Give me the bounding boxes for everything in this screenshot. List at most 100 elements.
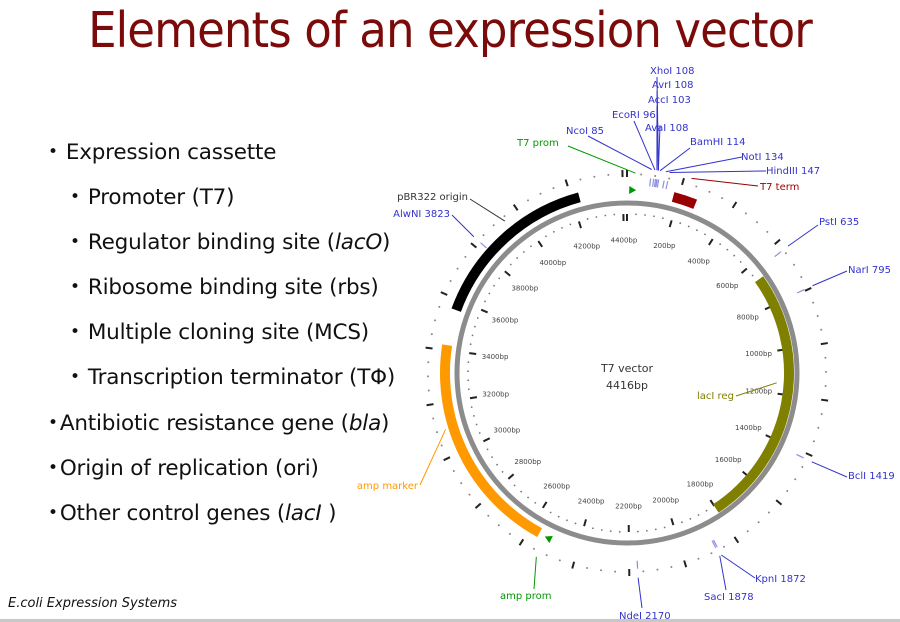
scale-dot bbox=[681, 521, 683, 524]
outer-dot bbox=[452, 470, 455, 473]
scale-dot bbox=[530, 245, 532, 248]
scale-label: 2600bp bbox=[543, 482, 570, 490]
scale-label: 600bp bbox=[716, 282, 739, 290]
restriction-site-label: NdeI 2170 bbox=[619, 611, 671, 622]
scale-dot bbox=[719, 243, 722, 246]
feature-leader-line bbox=[567, 145, 636, 174]
outer-dot bbox=[579, 178, 582, 181]
scale-dot bbox=[618, 530, 621, 533]
outer-dot bbox=[539, 192, 542, 195]
outer-dot bbox=[746, 530, 749, 533]
bullet-text: Expression cassette bbox=[65, 140, 277, 165]
scale-dot bbox=[534, 501, 537, 504]
scale-dot bbox=[644, 214, 646, 216]
scale-dot bbox=[561, 226, 563, 229]
scale-label: 3000bp bbox=[494, 427, 521, 435]
bullet-item: •Antibiotic resistance gene (bla) bbox=[48, 411, 389, 436]
outer-tick bbox=[518, 538, 525, 546]
scale-dot bbox=[663, 526, 666, 529]
outer-dot bbox=[492, 224, 495, 227]
outer-dot bbox=[600, 569, 603, 572]
outer-dot bbox=[440, 444, 443, 447]
feature-label: T7 term bbox=[759, 182, 799, 193]
outer-dot bbox=[786, 489, 789, 492]
outer-dot bbox=[766, 230, 769, 233]
site-leader-line bbox=[811, 461, 848, 478]
pbr322-origin-arc bbox=[451, 192, 581, 312]
site-leader-line bbox=[812, 270, 848, 287]
plasmid-name: T7 vector bbox=[600, 362, 654, 375]
outer-dot bbox=[757, 521, 760, 524]
plasmid-size: 4416bp bbox=[606, 379, 648, 392]
scale-label: 1400bp bbox=[735, 424, 762, 432]
outer-dot bbox=[824, 385, 827, 388]
scale-label: 3600bp bbox=[492, 317, 519, 325]
scale-dot bbox=[475, 423, 478, 426]
scale-tick bbox=[507, 473, 515, 480]
bullet-item: •Transcription terminator (TΦ) bbox=[70, 365, 395, 390]
scale-dot bbox=[600, 529, 603, 531]
feature-label: pBR322 origin bbox=[397, 192, 468, 203]
outer-dot bbox=[801, 466, 804, 469]
outer-dot bbox=[586, 566, 589, 569]
scale-dot bbox=[696, 229, 698, 232]
restriction-site-label: AvrI 108 bbox=[652, 80, 694, 91]
slide-footer: E.coli Expression Systems bbox=[8, 596, 178, 611]
scale-dot bbox=[486, 448, 489, 451]
outer-dot bbox=[460, 482, 463, 485]
site-leader-line bbox=[665, 156, 743, 173]
outer-dot bbox=[430, 333, 433, 336]
outer-tick bbox=[681, 177, 685, 186]
outer-dot bbox=[755, 221, 758, 224]
outer-dot bbox=[670, 565, 673, 568]
scale-dot bbox=[569, 223, 572, 226]
restriction-site-label: BamHI 114 bbox=[690, 137, 745, 148]
scale-tick bbox=[537, 240, 544, 248]
laci-reg-arc bbox=[713, 276, 794, 513]
feature-leader-line bbox=[691, 177, 759, 187]
scale-tick bbox=[480, 308, 488, 314]
bullet-marker: • bbox=[70, 232, 80, 252]
outer-dot bbox=[487, 514, 490, 517]
scale-dot bbox=[595, 216, 598, 218]
outer-dot bbox=[820, 413, 823, 416]
outer-dot bbox=[668, 177, 671, 180]
scale-dot bbox=[566, 519, 568, 522]
scale-tick bbox=[709, 499, 716, 507]
scale-tick bbox=[469, 396, 478, 400]
scale-dot bbox=[609, 530, 612, 533]
feature-label: amp marker bbox=[357, 481, 419, 492]
outer-dot bbox=[784, 252, 787, 255]
scale-tick bbox=[583, 519, 587, 527]
feature-leader-line bbox=[419, 429, 447, 486]
outer-dot bbox=[482, 234, 485, 237]
outer-dot bbox=[708, 190, 711, 193]
bullet-text: Ribosome binding site (rbs) bbox=[87, 275, 379, 300]
scale-label: 800bp bbox=[737, 314, 760, 322]
outer-dot bbox=[812, 301, 815, 304]
outer-dot bbox=[640, 173, 643, 176]
scale-dot bbox=[645, 529, 648, 532]
scale-dot bbox=[654, 528, 657, 531]
scale-label: 2000bp bbox=[652, 497, 679, 505]
outer-dot bbox=[695, 185, 698, 188]
scale-tick bbox=[708, 238, 714, 246]
outer-dot bbox=[593, 175, 596, 178]
scale-dot bbox=[604, 214, 607, 217]
scale-tick bbox=[670, 518, 675, 526]
outer-tick bbox=[512, 203, 519, 211]
site-mark bbox=[656, 179, 660, 188]
outer-dot bbox=[614, 570, 617, 573]
scale-label: 4000bp bbox=[539, 259, 566, 267]
t7-term-arc bbox=[671, 192, 698, 209]
scale-dot bbox=[653, 215, 655, 218]
scale-dot bbox=[549, 511, 552, 514]
footer-divider bbox=[0, 619, 900, 622]
outer-dot bbox=[434, 319, 437, 322]
outer-dot bbox=[464, 255, 467, 258]
outer-tick bbox=[820, 342, 828, 346]
scale-tick bbox=[482, 437, 491, 443]
bullet-item: •Origin of replication (ori) bbox=[48, 456, 319, 481]
outer-dot bbox=[435, 431, 438, 434]
